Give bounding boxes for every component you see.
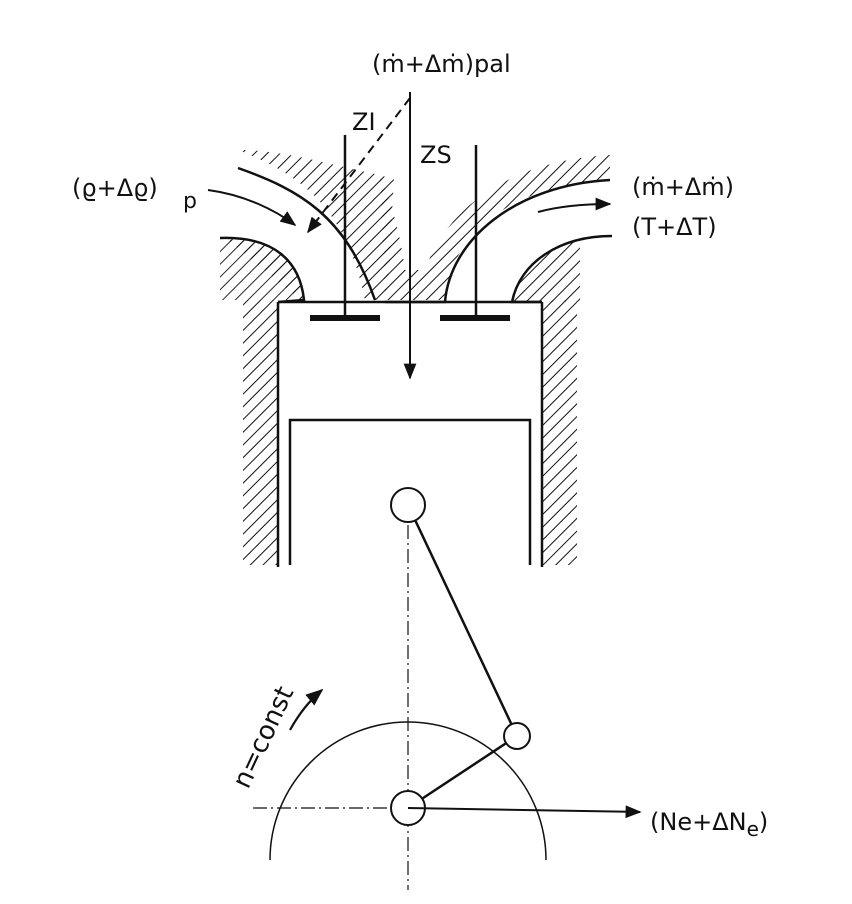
- power-output-arrow: [407, 805, 642, 819]
- crank-pin: [503, 722, 531, 750]
- valve-zi-label: ZI: [352, 108, 376, 136]
- power-label-main: (Ne+ΔN: [650, 808, 747, 836]
- power-label-close: ): [759, 808, 768, 836]
- intake-density-subscript: p: [183, 189, 197, 214]
- exhaust-mass-label: (ṁ+Δṁ): [632, 173, 734, 201]
- exhaust-valve: [440, 145, 510, 321]
- fuel-flow-label: (ṁ+Δṁ)pal: [372, 50, 511, 78]
- intake-flow-arrow: [207, 189, 297, 226]
- intake-valve: [310, 135, 380, 321]
- intake-density-label: (ϱ+Δϱ): [72, 174, 158, 202]
- connecting-rod: [406, 504, 519, 737]
- power-label: (Ne+ΔNe): [650, 808, 768, 841]
- power-label-subscript: e: [747, 817, 759, 841]
- crank-circle: [269, 721, 547, 861]
- ignition-dashed-line: [307, 97, 411, 234]
- exhaust-port-lower: [510, 234, 613, 304]
- exhaust-temp-label: (T+ΔT): [632, 213, 717, 241]
- speed-label: n=const: [227, 682, 300, 793]
- rotation-arrow: [289, 688, 324, 731]
- cylinder-right-wall: [540, 300, 577, 567]
- exhaust-flow-arrow: [537, 197, 612, 213]
- valve-zs-label: ZS: [420, 141, 452, 169]
- piston: [288, 418, 532, 565]
- crank-arm: [407, 734, 518, 810]
- cylinder-left-wall: [243, 300, 280, 567]
- cylinder-head: [380, 155, 611, 304]
- intake-port: [219, 150, 395, 304]
- piston-pin: [390, 487, 426, 523]
